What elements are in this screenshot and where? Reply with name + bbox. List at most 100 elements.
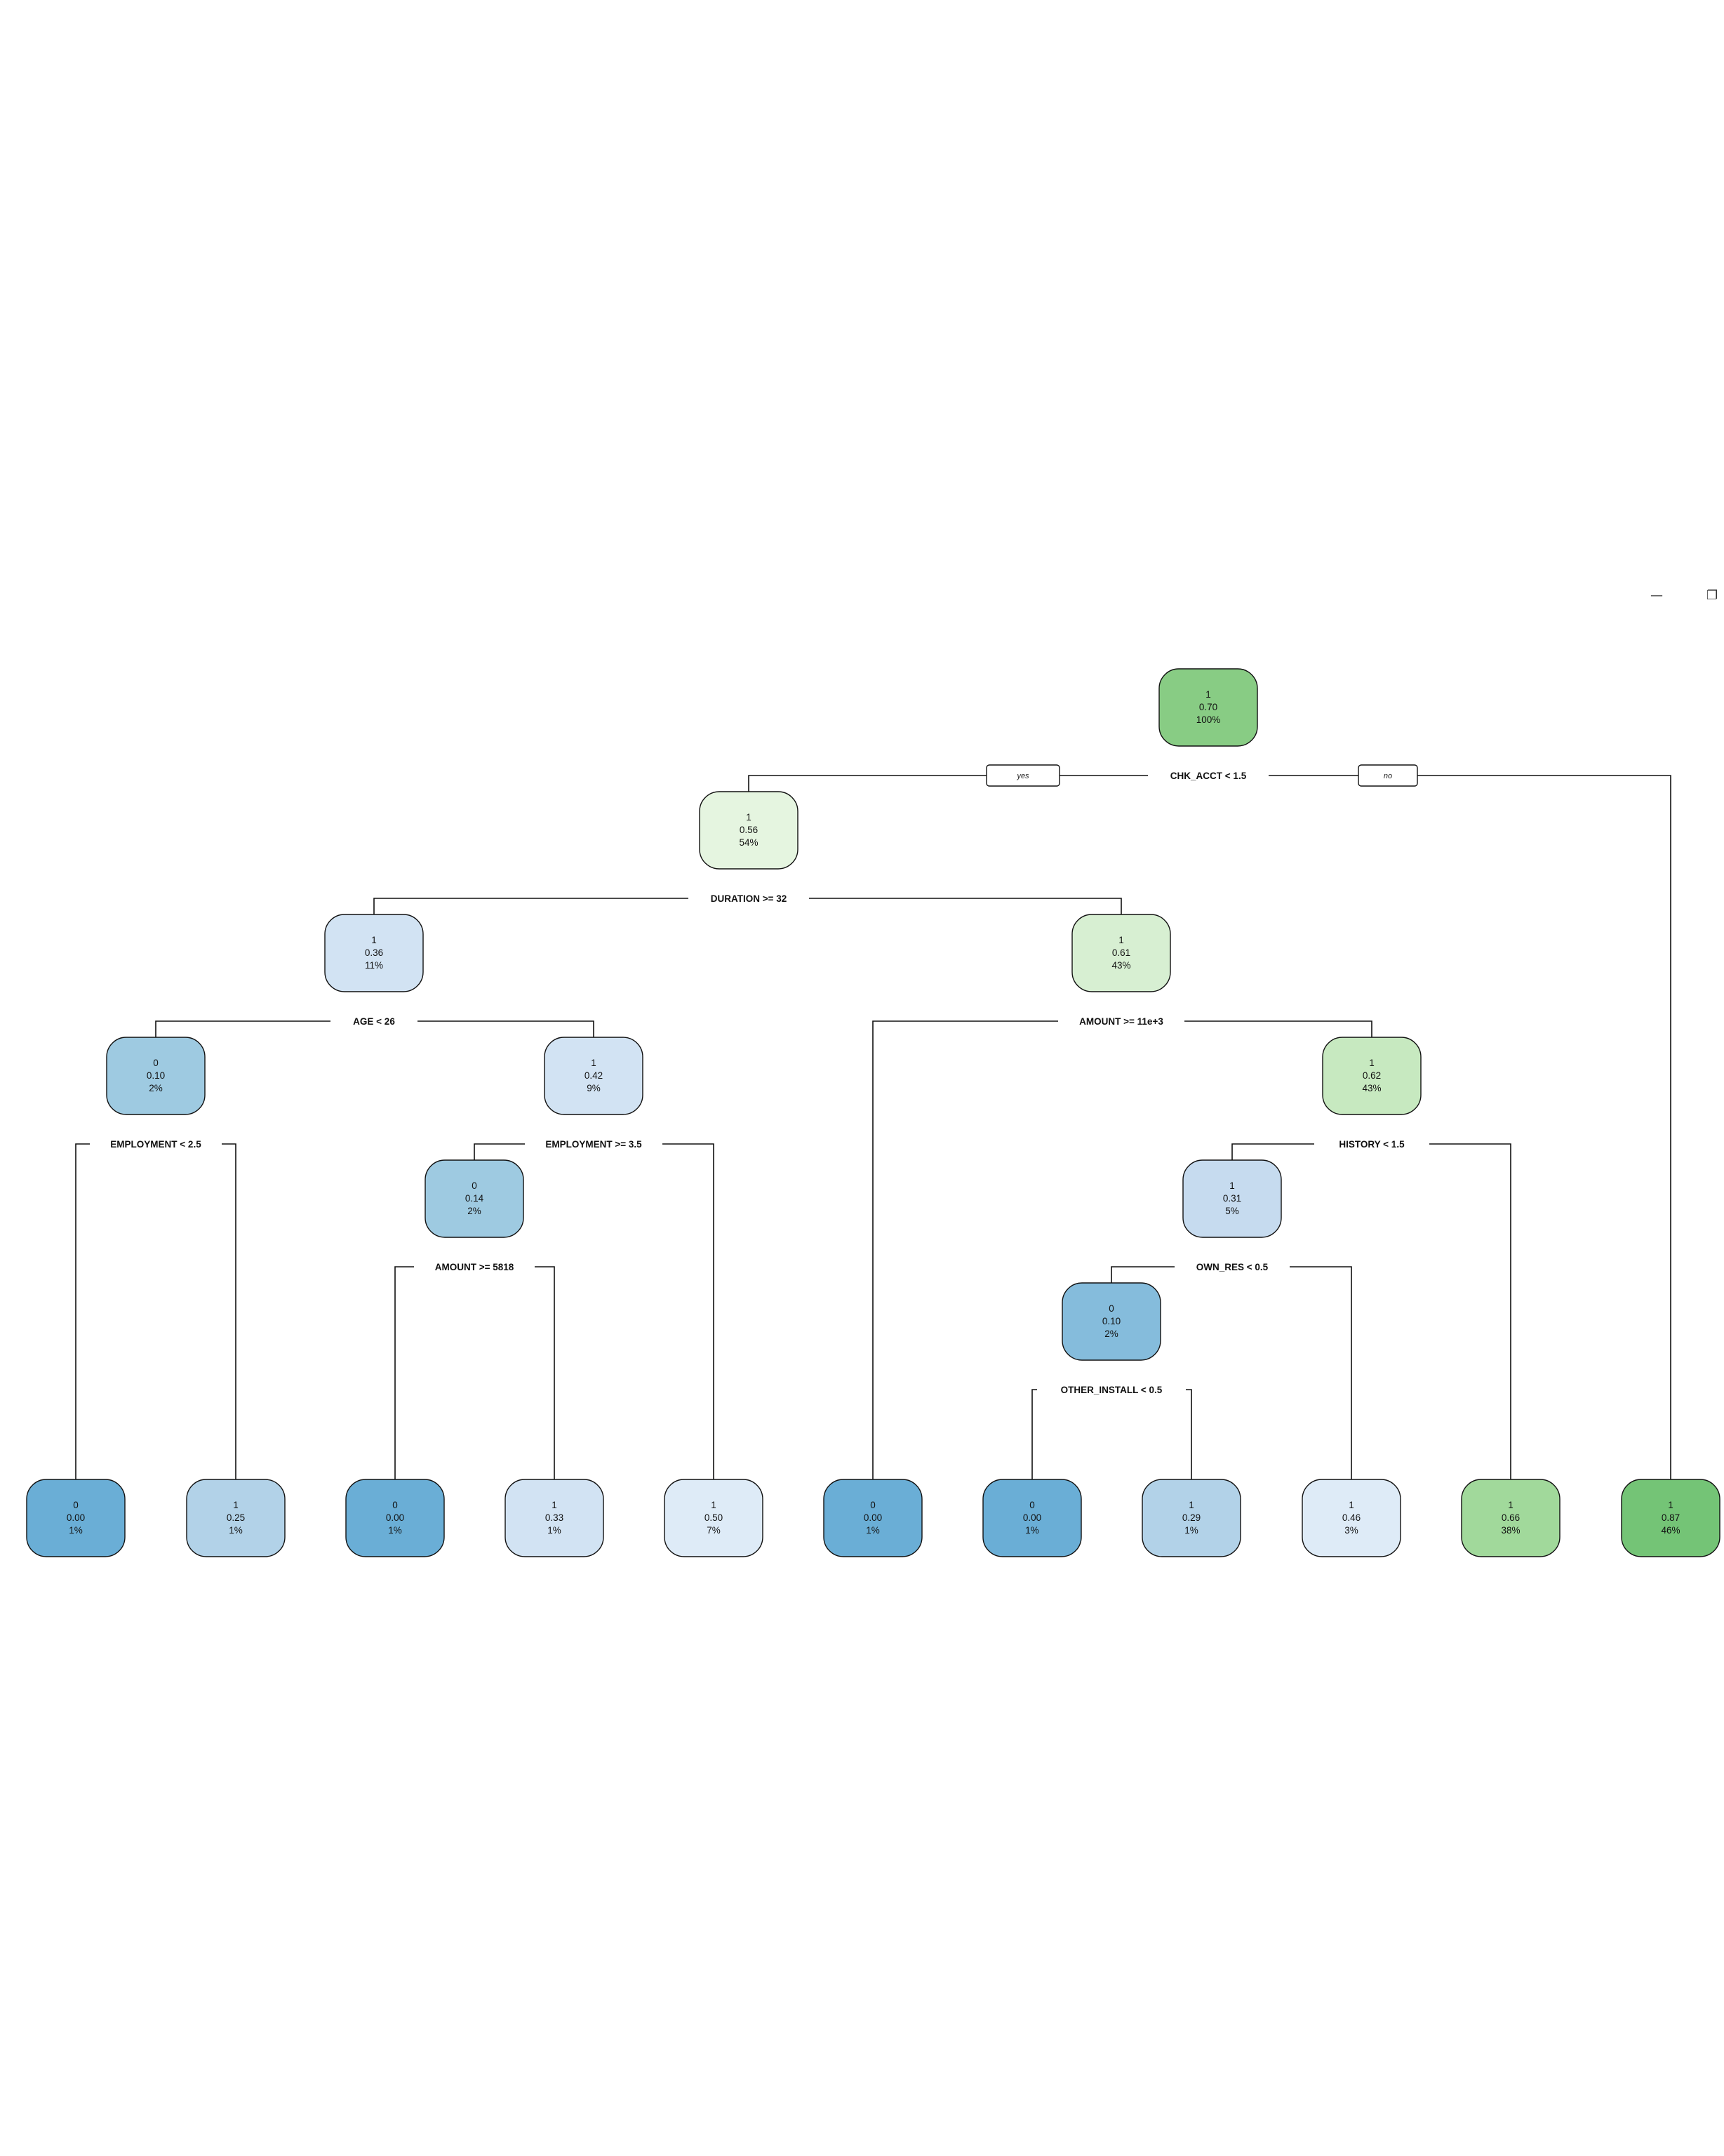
tree-node-n18: 00.142%AMOUNT >= 5818 [425,1159,524,1272]
edge-n2-n4 [373,898,688,914]
edge-n5-n11 [1184,1020,1372,1037]
node-probability: 0.00 [1023,1512,1041,1523]
node-probability: 0.36 [365,947,383,958]
node-box-n18 [425,1159,524,1238]
node-class: 0 [392,1500,398,1510]
node-class: 0 [472,1180,477,1191]
split-rule-n4: AGE < 26 [353,1016,395,1027]
edge-n11-L10 [1429,1143,1511,1479]
tree-node-L4: 10.331% [504,1479,604,1557]
node-probability: 0.00 [386,1512,404,1523]
node-probability: 0.61 [1112,947,1130,958]
edge-n18-L4 [535,1266,555,1479]
node-percent: 2% [1104,1329,1118,1339]
node-probability: 0.62 [1363,1070,1381,1081]
node-box-n44 [1062,1282,1161,1361]
edge-n22-L9 [1290,1266,1352,1479]
split-rule-n18: AMOUNT >= 5818 [435,1262,514,1272]
node-percent: 1% [1184,1525,1198,1536]
node-probability: 0.10 [147,1070,165,1081]
tree-node-L5: 10.507% [664,1479,763,1557]
edge-root-n2 [748,775,1148,792]
node-box-L1 [26,1479,126,1557]
node-box-n11 [1322,1037,1422,1115]
node-class: 1 [371,935,377,945]
edge-n8-L2 [222,1143,236,1479]
edge-n18-L3 [394,1266,414,1479]
node-box-L11 [1621,1479,1720,1557]
node-class: 1 [591,1058,596,1068]
branch-label-yes-box [986,764,1060,787]
node-probability: 0.66 [1502,1512,1520,1523]
node-percent: 2% [467,1206,481,1216]
edge-n2-n5 [809,898,1122,914]
node-percent: 5% [1225,1206,1239,1216]
node-probability: 0.33 [545,1512,563,1523]
tree-node-L6: 00.001% [823,1479,923,1557]
tree-node-n44: 00.102%OTHER_INSTALL < 0.5 [1061,1282,1163,1395]
tree-edges [75,775,1671,1479]
split-rule-root: CHK_ACCT < 1.5 [1170,771,1247,781]
node-percent: 1% [229,1525,243,1536]
node-class: 1 [746,812,751,823]
node-probability: 0.00 [67,1512,85,1523]
node-percent: 1% [69,1525,83,1536]
node-percent: 11% [365,960,383,971]
tree-node-L10: 1 0.66 38% [1461,1479,1561,1557]
node-class: 1 [1668,1500,1673,1510]
node-probability: 0.87 [1662,1512,1680,1523]
node-percent: 3% [1344,1525,1358,1536]
branch-label-no-box [1358,764,1418,787]
edge-n9-L5 [662,1143,714,1479]
node-box-n22 [1182,1159,1282,1238]
node-class: 1 [1189,1500,1194,1510]
node-probability: 0.25 [227,1512,245,1523]
tree-node-n8: 00.102%EMPLOYMENT < 2.5 [106,1037,206,1150]
node-percent: 43% [1111,960,1130,971]
node-probability: 0.42 [584,1070,603,1081]
node-box-L3 [345,1479,445,1557]
node-probability: 0.46 [1342,1512,1361,1523]
node-class: 1 [1369,1058,1375,1068]
edge-n4-n9 [417,1020,594,1037]
node-box-n2 [699,791,798,870]
node-percent: 38% [1501,1525,1520,1536]
edge-n9-n18 [474,1143,525,1160]
minimize-icon[interactable]: — [1650,588,1663,603]
node-box-L8 [1142,1479,1241,1557]
node-percent: 1% [866,1525,880,1536]
node-probability: 0.50 [704,1512,723,1523]
node-class: 1 [1508,1500,1513,1510]
node-percent: 54% [739,837,758,848]
node-percent: 100% [1196,714,1221,725]
edge-n11-n22 [1231,1143,1314,1160]
edge-n8-L1 [75,1143,90,1479]
node-class: 0 [153,1058,159,1068]
edge-n5-L6 [872,1020,1058,1479]
edge-n4-n8 [155,1020,330,1037]
split-rule-n11: HISTORY < 1.5 [1339,1139,1405,1150]
split-rule-n44: OTHER_INSTALL < 0.5 [1061,1385,1163,1395]
tree-node-L7: 00.001% [982,1479,1082,1557]
restore-icon[interactable]: ❐ [1706,588,1718,603]
node-class: 1 [1205,689,1211,700]
node-percent: 43% [1362,1083,1381,1093]
split-rule-n2: DURATION >= 32 [711,893,787,904]
tree-node-n22: 10.315%OWN_RES < 0.5 [1182,1159,1282,1272]
branch-label-yes: yes [1016,772,1029,780]
node-box-L2 [186,1479,286,1557]
node-probability: 0.31 [1223,1193,1241,1204]
split-rule-n5: AMOUNT >= 11e+3 [1079,1016,1163,1027]
node-box-L4 [504,1479,604,1557]
tree-node-L8: 10.291% [1142,1479,1241,1557]
node-probability: 0.10 [1102,1316,1121,1326]
node-percent: 1% [388,1525,402,1536]
tree-node-n11: 1 0.62 43% HISTORY < 1.5 [1322,1037,1422,1150]
node-probability: 0.00 [864,1512,882,1523]
node-box-n9 [544,1037,643,1115]
node-box-L10 [1461,1479,1561,1557]
node-class: 0 [73,1500,79,1510]
